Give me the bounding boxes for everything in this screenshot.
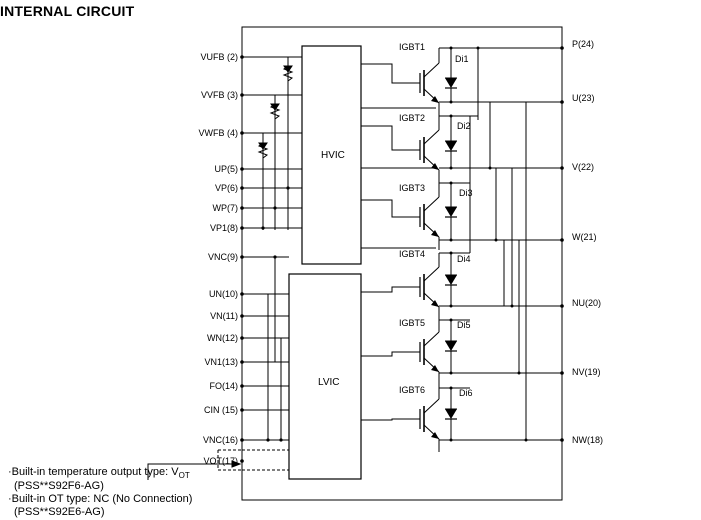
pin-label: P(24) — [572, 39, 594, 49]
igbt-label: IGBT5 — [399, 318, 425, 328]
note-part-e6: (PSS**S92E6-AG) — [14, 506, 105, 518]
pin-label: VP(6) — [215, 183, 238, 193]
note-line-1-subscript: OT — [178, 471, 190, 481]
pin-label: WP(7) — [213, 203, 239, 213]
diode-label: Di2 — [457, 121, 471, 131]
pin-label: NW(18) — [572, 435, 603, 445]
pin-label: VN1(13) — [204, 357, 238, 367]
diode-label: Di4 — [457, 254, 471, 264]
pin-label: W(21) — [572, 232, 597, 242]
pin-label: VNC(9) — [208, 252, 238, 262]
igbt-label: IGBT6 — [399, 385, 425, 395]
bootstrap-circuit — [257, 65, 294, 159]
note-part-f6: (PSS**S92F6-AG) — [14, 480, 104, 492]
igbt-cell-1 — [403, 48, 458, 117]
pin-label: VN(11) — [210, 311, 238, 321]
pin-label: WN(12) — [207, 333, 238, 343]
pin-label: VWFB (4) — [199, 128, 239, 138]
note-temperature-output: ·Built-in temperature output type: VOT — [8, 466, 190, 482]
pin-label: NV(19) — [572, 367, 601, 377]
right-pin-dots — [449, 46, 564, 442]
pin-label: FO(14) — [209, 381, 238, 391]
igbt-label: IGBT3 — [399, 183, 425, 193]
pin-label: VUFB (2) — [200, 52, 238, 62]
right-pin-labels: P(24) U(23) V(22) W(21) NU(20) NV(19) NW… — [572, 39, 603, 445]
switch-labels: IGBT1 Di1 IGBT2 Di2 IGBT3 Di3 IGBT4 Di4 … — [399, 42, 473, 398]
igbt-label: IGBT4 — [399, 249, 425, 259]
module-outline — [241, 26, 563, 501]
lvic-label: LVIC — [318, 377, 340, 388]
left-pin-dots — [240, 55, 290, 463]
left-pin-wiring — [242, 56, 302, 441]
diode-label: Di6 — [459, 388, 473, 398]
diode-label: Di5 — [457, 320, 471, 330]
lvic-block — [288, 273, 362, 480]
vot-arrow — [147, 460, 242, 480]
pin-label: UN(10) — [209, 289, 238, 299]
pin-label: UP(5) — [214, 164, 238, 174]
vot-dashed-wire — [217, 449, 289, 471]
igbt-cell-5 — [403, 317, 458, 386]
diode-label: Di3 — [459, 188, 473, 198]
pin-label: NU(20) — [572, 298, 601, 308]
igbt-cell-2 — [403, 115, 458, 184]
diode-label: Di1 — [455, 54, 469, 64]
gate-wiring — [361, 63, 436, 421]
pin-label: U(23) — [572, 93, 595, 103]
power-wiring — [438, 47, 562, 441]
igbt-cell-6 — [403, 384, 458, 453]
left-pin-labels: VUFB (2) VVFB (3) VWFB (4) UP(5) VP(6) W… — [199, 52, 239, 466]
note-ot-type: ·Built-in OT type: NC (No Connection) — [8, 493, 193, 505]
pin-label: V(22) — [572, 162, 594, 172]
igbt-cell-4 — [403, 252, 458, 321]
hvic-block — [301, 45, 362, 265]
pin-label: VP1(8) — [210, 223, 238, 233]
note-line-1: ·Built-in temperature output type: V — [8, 466, 179, 478]
pin-label: VNC(16) — [203, 435, 238, 445]
igbt-label: IGBT1 — [399, 42, 425, 52]
pin-label: CIN (15) — [204, 405, 238, 415]
pin-label: VOT(17) — [203, 456, 238, 466]
hvic-label: HVIC — [321, 150, 345, 161]
igbt-label: IGBT2 — [399, 113, 425, 123]
diagram-title: INTERNAL CIRCUIT — [0, 3, 135, 19]
pin-label: VVFB (3) — [201, 90, 238, 100]
